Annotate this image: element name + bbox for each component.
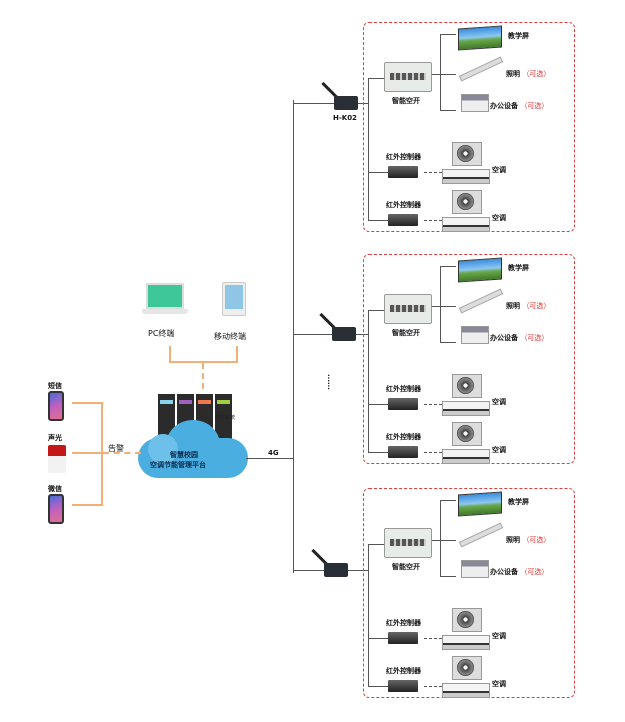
air-conditioner-label: 空调 — [492, 680, 506, 688]
platform-name-line2: 空调节能管理平台 — [150, 461, 206, 469]
ir-controller-icon — [388, 166, 418, 178]
alarm-label: 告警 — [108, 444, 124, 453]
ir-controller-label: 红外控制器 — [386, 433, 421, 441]
air-conditioner-icon — [442, 190, 490, 234]
air-conditioner-label: 空调 — [492, 214, 506, 222]
smart-breaker-label: 智能空开 — [392, 97, 420, 105]
ir-controller-icon — [388, 632, 418, 644]
light-label: 照明 （可选） — [506, 536, 551, 544]
platform-name-line1: 智慧校园 — [170, 451, 198, 459]
wechat-label: 微信 — [48, 485, 62, 493]
wechat-phone-icon — [48, 494, 64, 524]
sound-light-label: 声光 — [48, 434, 62, 442]
teaching-screen-icon — [458, 257, 502, 283]
ir-controller-icon — [388, 398, 418, 410]
teaching-screen-label: 教学屏 — [508, 498, 529, 506]
teaching-screen-label: 教学屏 — [508, 32, 529, 40]
ir-controller-icon — [388, 446, 418, 458]
smart-breaker-label: 智能空开 — [392, 329, 420, 337]
cloud-icon — [138, 420, 248, 478]
office-device-icon — [461, 94, 489, 112]
smart-breaker-icon — [384, 62, 432, 92]
more-groups-ellipsis: ...... — [325, 374, 334, 390]
mobile-terminal-icon — [222, 282, 246, 316]
ir-controller-label: 红外控制器 — [386, 619, 421, 627]
ir-controller-icon — [388, 214, 418, 226]
office-device-label: 办公设备 （可选） — [490, 568, 549, 576]
office-device-label: 办公设备 （可选） — [490, 334, 549, 342]
sms-phone-icon — [48, 391, 64, 421]
teaching-screen-label: 教学屏 — [508, 264, 529, 272]
light-label: 照明 （可选） — [506, 70, 551, 78]
ir-controller-label: 红外控制器 — [386, 385, 421, 393]
air-conditioner-label: 空调 — [492, 398, 506, 406]
air-conditioner-icon — [442, 422, 490, 466]
siren-icon — [48, 445, 66, 473]
office-device-icon — [461, 326, 489, 344]
smart-breaker-label: 智能空开 — [392, 563, 420, 571]
gateway-icon — [334, 96, 358, 110]
air-conditioner-icon — [442, 142, 490, 186]
ir-controller-label: 红外控制器 — [386, 667, 421, 675]
sms-label: 短信 — [48, 382, 62, 390]
office-device-icon — [461, 560, 489, 578]
air-conditioner-label: 空调 — [492, 446, 506, 454]
air-conditioner-icon — [442, 656, 490, 700]
gateway-icon — [332, 327, 356, 341]
server-tag: 能耗系统 — [215, 415, 236, 421]
mobile-terminal-label: 移动终端 — [214, 332, 246, 341]
gateway-label: H-K02 — [333, 114, 357, 122]
pc-terminal-label: PC终端 — [148, 329, 175, 338]
smart-breaker-icon — [384, 294, 432, 324]
smart-breaker-icon — [384, 528, 432, 558]
air-conditioner-label: 空调 — [492, 166, 506, 174]
teaching-screen-icon — [458, 25, 502, 51]
ir-controller-icon — [388, 680, 418, 692]
air-conditioner-label: 空调 — [492, 632, 506, 640]
network-link-label: 4G — [268, 449, 279, 457]
teaching-screen-icon — [458, 491, 502, 517]
gateway-icon — [324, 563, 348, 577]
air-conditioner-icon — [442, 374, 490, 418]
office-device-label: 办公设备 （可选） — [490, 102, 549, 110]
air-conditioner-icon — [442, 608, 490, 652]
pc-terminal-icon — [142, 283, 188, 319]
light-label: 照明 （可选） — [506, 302, 551, 310]
ir-controller-label: 红外控制器 — [386, 153, 421, 161]
ir-controller-label: 红外控制器 — [386, 201, 421, 209]
